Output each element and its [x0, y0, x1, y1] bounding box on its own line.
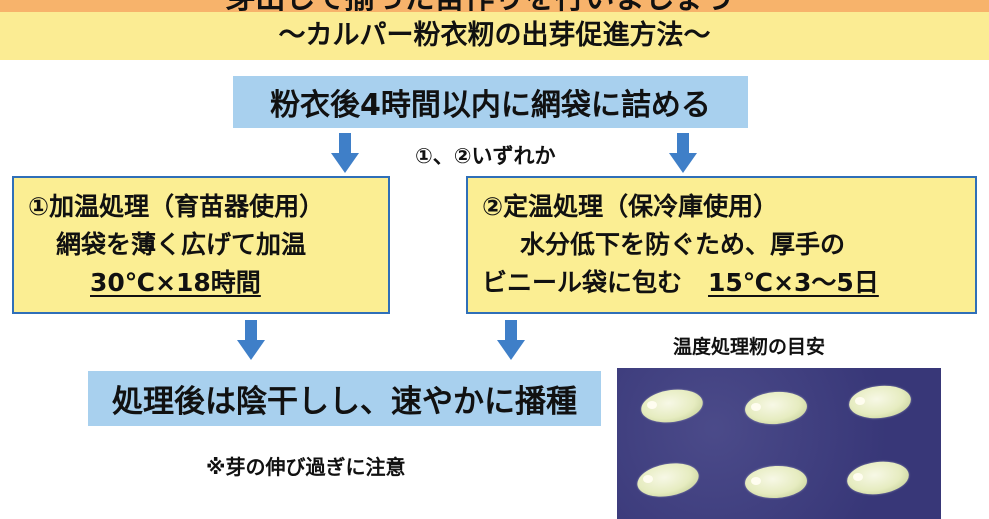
sprout-image: [647, 401, 657, 409]
sprout-image: [643, 475, 653, 483]
down-arrow-icon: [331, 133, 359, 175]
constant-temp-method-condition: 15℃×3～5日: [708, 268, 879, 297]
sprouted-seed-photo: [617, 368, 941, 519]
page-title-partial: 芽出しで揃った苗作りを行いましょう: [160, 0, 800, 12]
header-band: [0, 0, 989, 12]
down-arrow-icon: [237, 320, 265, 362]
subtitle-band: [0, 12, 989, 60]
constant-temp-method-instruction: 水分低下を防ぐため、厚手の: [520, 230, 846, 259]
pack-step-box: 粉衣後4時間以内に網袋に詰める: [233, 76, 748, 128]
heating-method-instruction: 網袋を薄く広げて加温: [56, 230, 307, 259]
constant-temp-method-title: ②定温処理（保冷庫使用）: [482, 192, 779, 221]
page-subtitle: ～カルパー粉衣籾の出芽促進方法～: [278, 20, 711, 51]
constant-temp-method-box: ②定温処理（保冷庫使用） 水分低下を防ぐため、厚手の ビニール袋に包む 15℃×3…: [466, 176, 977, 314]
heating-method-box: ①加温処理（育苗器使用） 網袋を薄く広げて加温 30℃×18時間: [12, 176, 390, 314]
sowing-step-box: 処理後は陰干しし、速やかに播種: [88, 371, 601, 426]
sprout-image: [751, 403, 761, 411]
heating-method-condition: 30℃×18時間: [90, 268, 261, 297]
photo-caption: 温度処理籾の目安: [673, 336, 826, 358]
sprout-image: [855, 397, 865, 405]
sprout-image: [751, 477, 761, 485]
caution-note: ※芽の伸び過ぎに注意: [206, 455, 406, 479]
down-arrow-icon: [497, 320, 525, 362]
heating-method-title: ①加温処理（育苗器使用）: [28, 192, 325, 221]
choice-note: ①、②いずれか: [415, 144, 556, 168]
constant-temp-method-instruction-2: ビニール袋に包む: [482, 268, 683, 297]
sprout-image: [853, 473, 863, 481]
down-arrow-icon: [669, 133, 697, 175]
